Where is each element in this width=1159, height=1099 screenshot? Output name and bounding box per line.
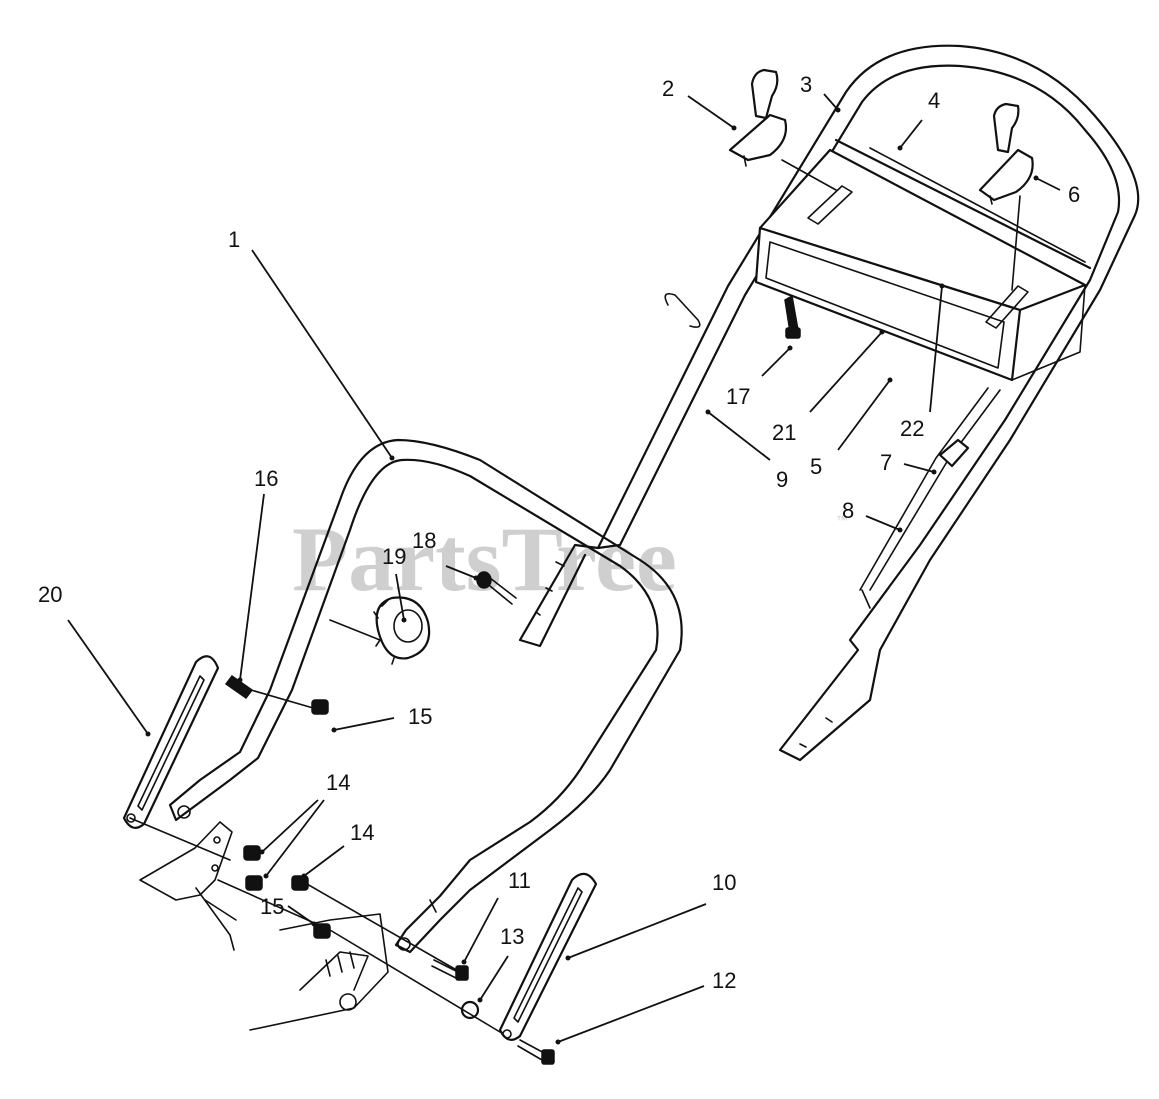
callout-5: 5 bbox=[810, 454, 822, 479]
callout-12: 12 bbox=[712, 968, 736, 993]
knob-19 bbox=[373, 596, 431, 665]
callout-7: 7 bbox=[880, 450, 892, 475]
callout-19: 19 bbox=[382, 544, 406, 569]
leader-lines bbox=[67, 93, 1061, 1045]
callout-14b: 14 bbox=[350, 820, 374, 845]
left-bracket-20 bbox=[122, 655, 220, 829]
control-panel bbox=[754, 148, 1087, 382]
screw-17 bbox=[784, 294, 801, 339]
callout-15a: 15 bbox=[408, 704, 432, 729]
deck-bracket-left bbox=[139, 821, 237, 951]
watermark-text: PartsTree bbox=[292, 508, 677, 610]
callout-4: 4 bbox=[928, 88, 940, 113]
right-bracket-10 bbox=[498, 872, 598, 1041]
callout-20: 20 bbox=[38, 582, 62, 607]
callout-3: 3 bbox=[800, 72, 812, 97]
callout-6: 6 bbox=[1068, 182, 1080, 207]
bolt-12 bbox=[517, 1039, 555, 1065]
callout-10: 10 bbox=[712, 870, 736, 895]
callout-1: 1 bbox=[228, 227, 240, 252]
watermark: PartsTree ™ bbox=[292, 508, 848, 610]
callout-16: 16 bbox=[254, 466, 278, 491]
nut-15-upper bbox=[311, 699, 329, 715]
control-lever-right bbox=[978, 102, 1034, 205]
watermark-trademark: ™ bbox=[836, 513, 848, 527]
control-cable bbox=[859, 387, 1001, 609]
callout-15b: 15 bbox=[260, 894, 284, 919]
nuts-14 bbox=[243, 845, 309, 891]
deck-bracket-right bbox=[249, 913, 389, 1031]
cable-clip-9 bbox=[664, 292, 701, 328]
callout-2: 2 bbox=[662, 76, 674, 101]
assembly-lines bbox=[129, 159, 1021, 1033]
bolt-18 bbox=[476, 571, 517, 605]
callout-8: 8 bbox=[842, 498, 854, 523]
callout-22: 22 bbox=[900, 416, 924, 441]
callout-17: 17 bbox=[726, 384, 750, 409]
callout-labels: 1 2 3 4 5 6 7 8 9 10 11 12 13 14 14 15 1… bbox=[38, 72, 1080, 993]
callout-13: 13 bbox=[500, 924, 524, 949]
bolt-11 bbox=[431, 959, 469, 981]
callout-18: 18 bbox=[412, 528, 436, 553]
callout-21: 21 bbox=[772, 420, 796, 445]
control-lever-left bbox=[728, 68, 788, 167]
upper-handle bbox=[518, 44, 1140, 762]
callout-9: 9 bbox=[776, 467, 788, 492]
callout-14a: 14 bbox=[326, 770, 350, 795]
callout-11: 11 bbox=[508, 868, 531, 893]
